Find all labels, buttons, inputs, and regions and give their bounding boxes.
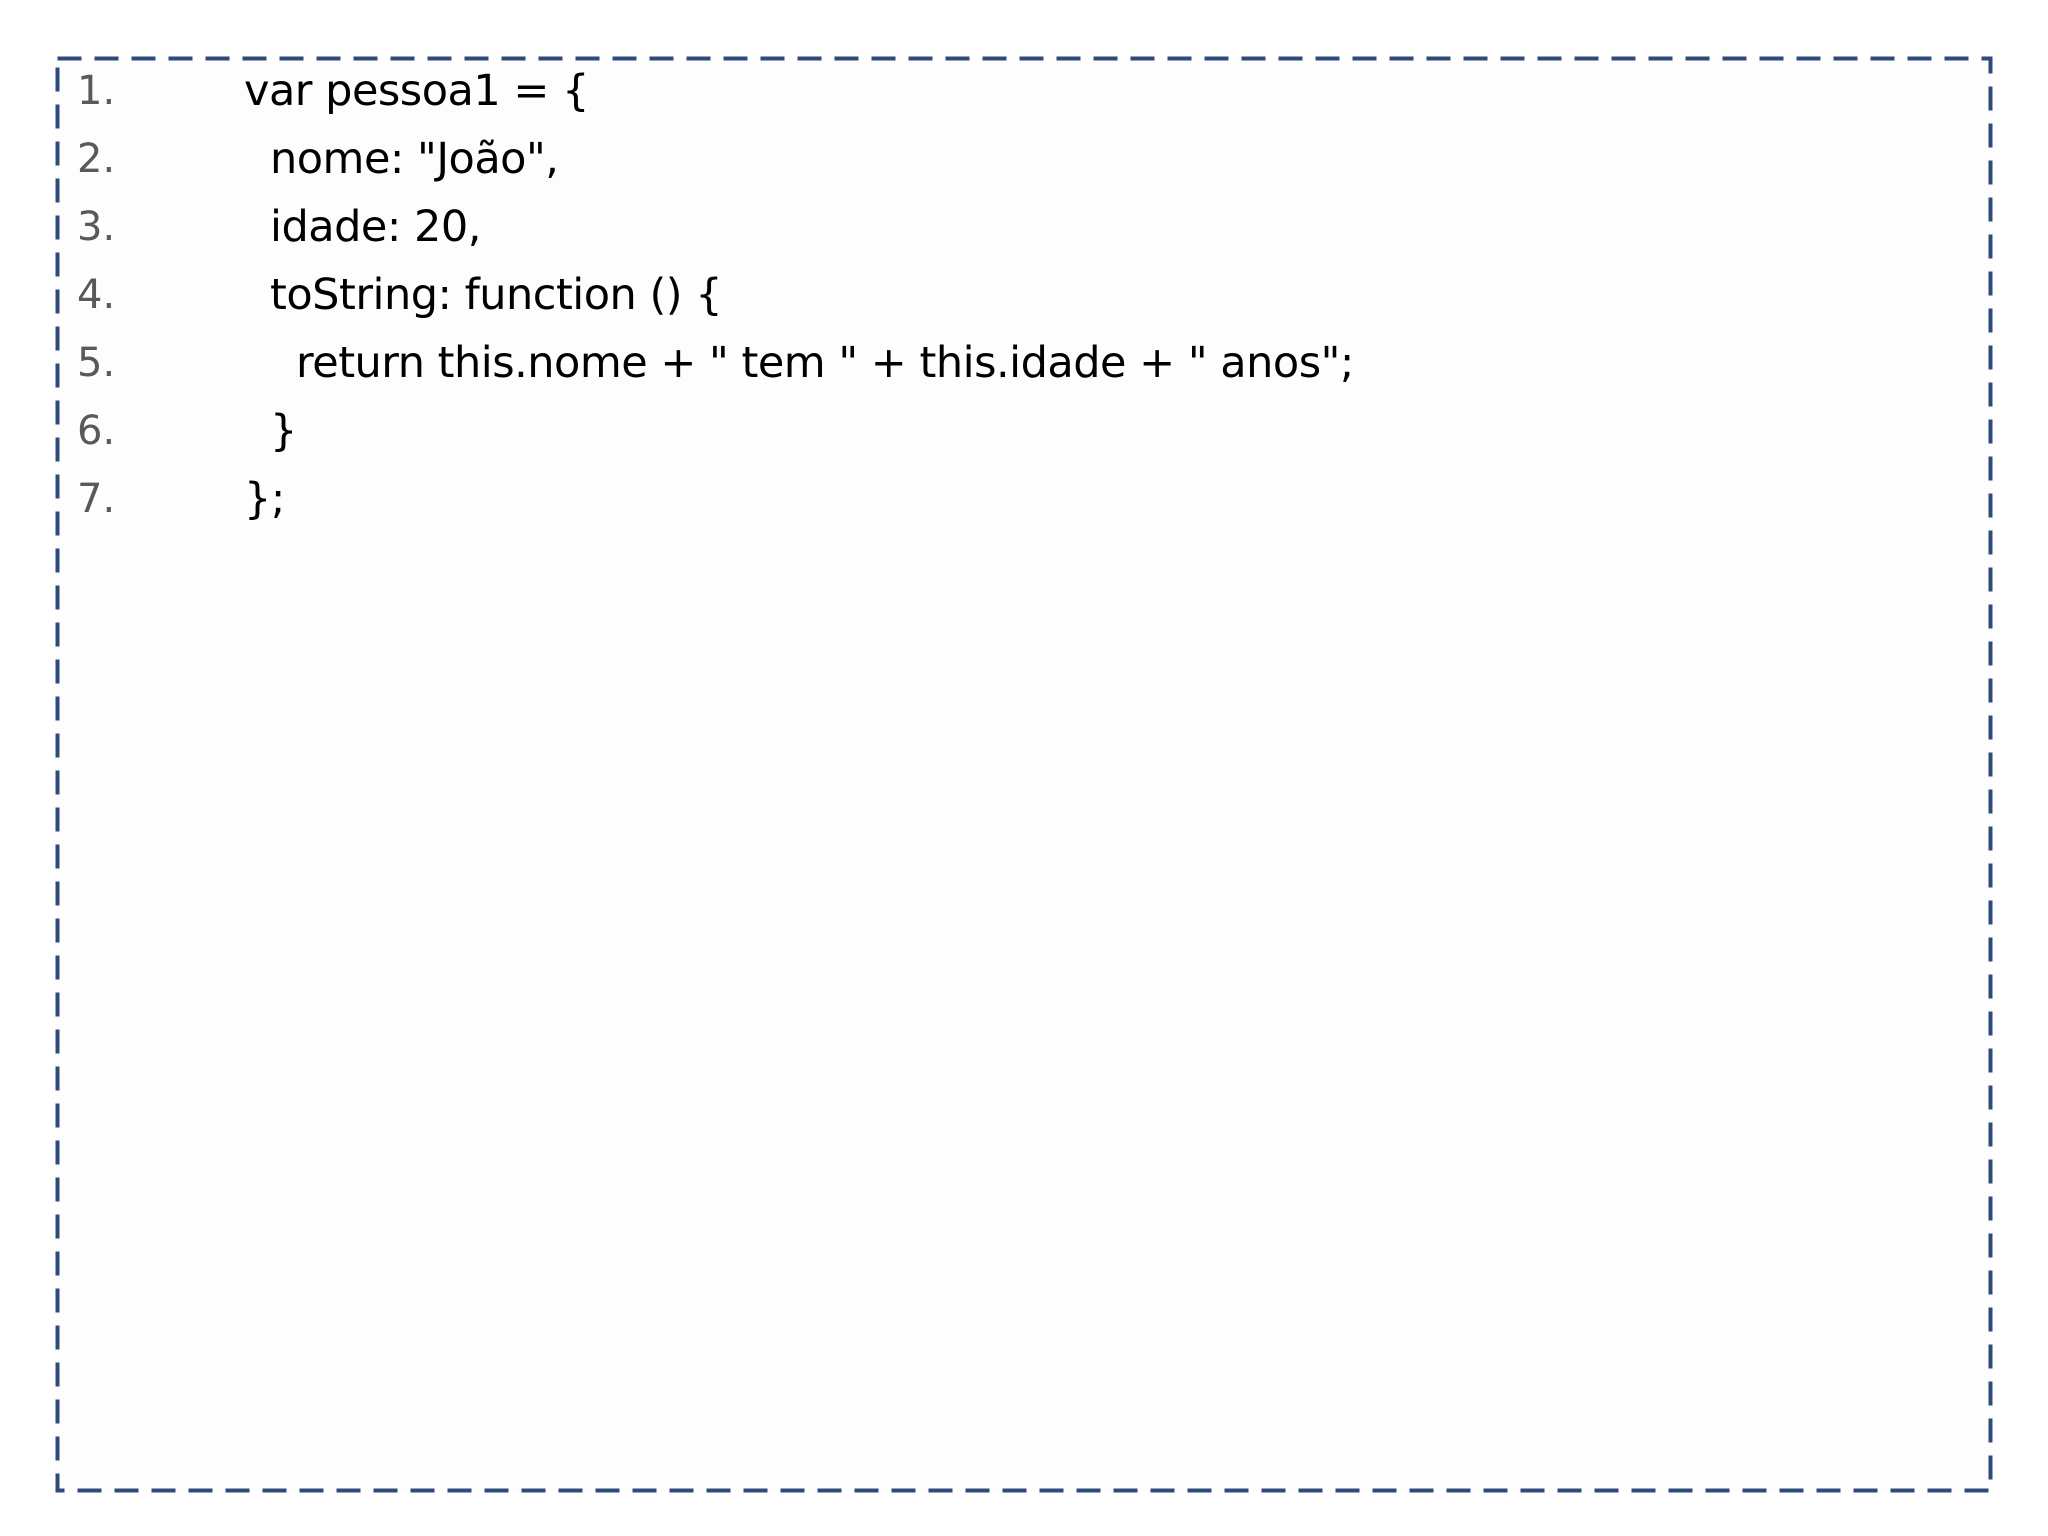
line-number: 2. [77,136,116,182]
code-line: 1. var pessoa1 = { [56,57,589,125]
code-listing: 1. var pessoa1 = { 2. nome: "João", 3. i… [56,57,1354,533]
code-text: nome: "João", [270,134,559,184]
code-text: } [270,406,297,456]
code-text: }; [244,474,285,524]
line-number: 1. [77,68,116,114]
code-text: idade: 20, [270,202,481,252]
line-number: 7. [77,476,116,522]
code-listing-frame: 1. var pessoa1 = { 2. nome: "João", 3. i… [55,56,1993,1493]
code-line: 7. }; [56,465,285,533]
code-line: 2. nome: "João", [56,125,559,193]
line-number: 3. [77,204,116,250]
line-number: 6. [77,408,116,454]
line-number: 5. [77,340,116,386]
code-line: 4. toString: function () { [56,261,723,329]
code-line: 5. return this.nome + " tem " + this.ida… [56,329,1354,397]
code-text: toString: function () { [270,270,723,320]
code-line: 3. idade: 20, [56,193,481,261]
dashed-frame-border [55,56,1993,1493]
code-text: var pessoa1 = { [244,66,589,116]
line-number: 4. [77,272,116,318]
code-text: return this.nome + " tem " + this.idade … [296,338,1354,388]
code-line: 6. } [56,397,297,465]
